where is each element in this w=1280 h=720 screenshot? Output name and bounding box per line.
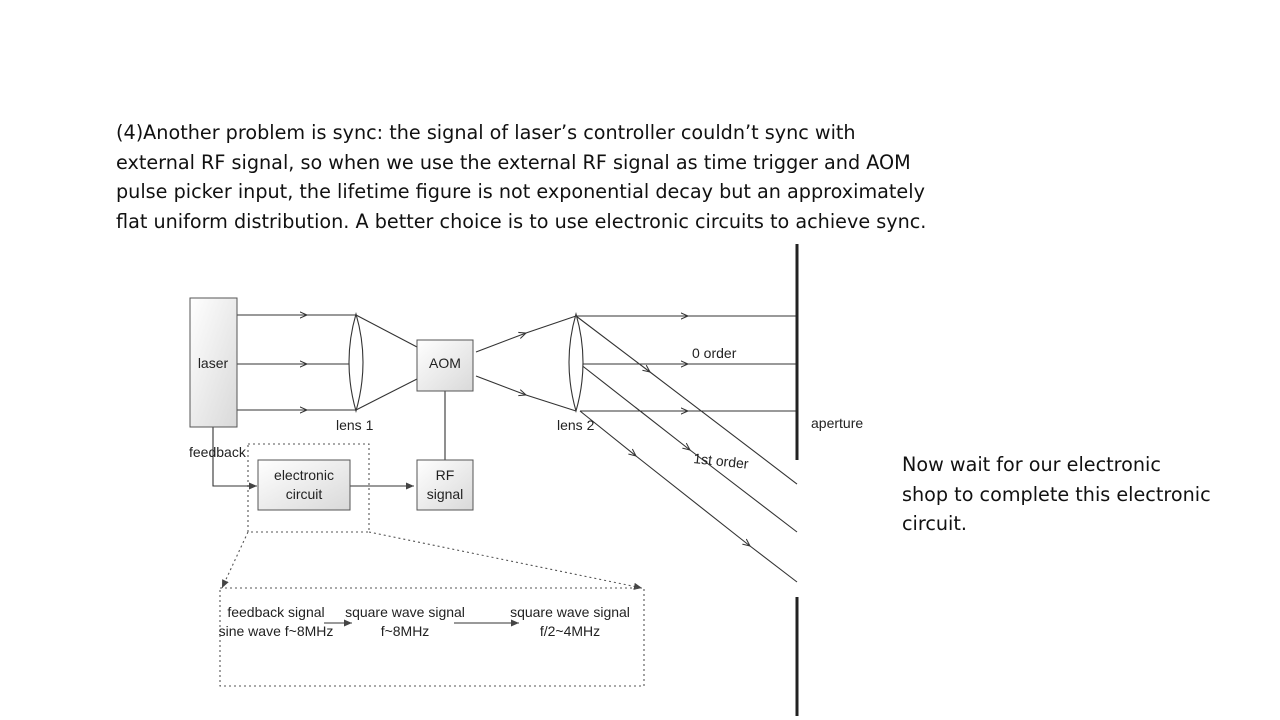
zoom-detail-box	[219, 587, 645, 687]
status-note: Now wait for our electronic shop to comp…	[902, 450, 1262, 539]
electronic-circuit-box	[257, 459, 351, 511]
first-order-beam	[579, 363, 798, 533]
paragraph-line: flat uniform distribution. A better choi…	[116, 209, 927, 233]
square-wave-signal-label: f~8MHz	[381, 623, 430, 639]
divided-signal-label: f/2~4MHz	[540, 623, 600, 639]
rf-signal-box	[416, 459, 474, 511]
electronic-circuit-label: circuit	[286, 486, 323, 502]
aom-label: AOM	[429, 355, 461, 371]
lens-1	[348, 312, 364, 414]
laser-label: laser	[198, 355, 229, 371]
aom-box	[416, 339, 474, 392]
paragraph-line: (4)Another problem is sync: the signal o…	[116, 121, 856, 144]
feedback-label: feedback	[189, 444, 247, 460]
beam-line	[355, 314, 418, 348]
paragraph-line: external RF signal, so when we use the e…	[116, 150, 911, 174]
rf-label: RF	[436, 467, 455, 483]
paragraph-line: pulse picker input, the lifetime figure …	[116, 180, 925, 203]
lens-2	[568, 312, 584, 414]
zoom-selection	[247, 443, 370, 533]
first-order-beam	[575, 315, 798, 485]
lens-2-label: lens 2	[557, 417, 595, 433]
problem-paragraph: (4)Another problem is sync: the signal o…	[116, 118, 956, 236]
beam-line	[355, 378, 418, 411]
note-line: circuit.	[902, 512, 968, 535]
beam-line	[475, 315, 577, 353]
rf-label: signal	[427, 486, 464, 502]
beam-line	[475, 375, 577, 412]
note-line: Now wait for our electronic	[902, 453, 1161, 476]
feedback-line	[212, 427, 257, 490]
electronic-circuit-label: electronic	[274, 467, 334, 483]
zoom-line	[368, 531, 643, 590]
first-order-beam	[579, 410, 798, 583]
feedback-signal-label: feedback signal	[227, 604, 324, 620]
note-line: shop to complete this electronic	[902, 482, 1211, 506]
square-wave-signal-label: square wave signal	[345, 604, 465, 620]
zero-order-label: 0 order	[692, 345, 737, 361]
aperture-label: aperture	[811, 415, 863, 431]
feedback-signal-label: sine wave f~8MHz	[219, 623, 334, 639]
zoom-line	[221, 531, 249, 589]
divided-signal-label: square wave signal	[510, 604, 630, 620]
first-order-label: 1st order	[693, 450, 750, 472]
lens-1-label: lens 1	[336, 417, 374, 433]
laser-box	[189, 297, 238, 428]
